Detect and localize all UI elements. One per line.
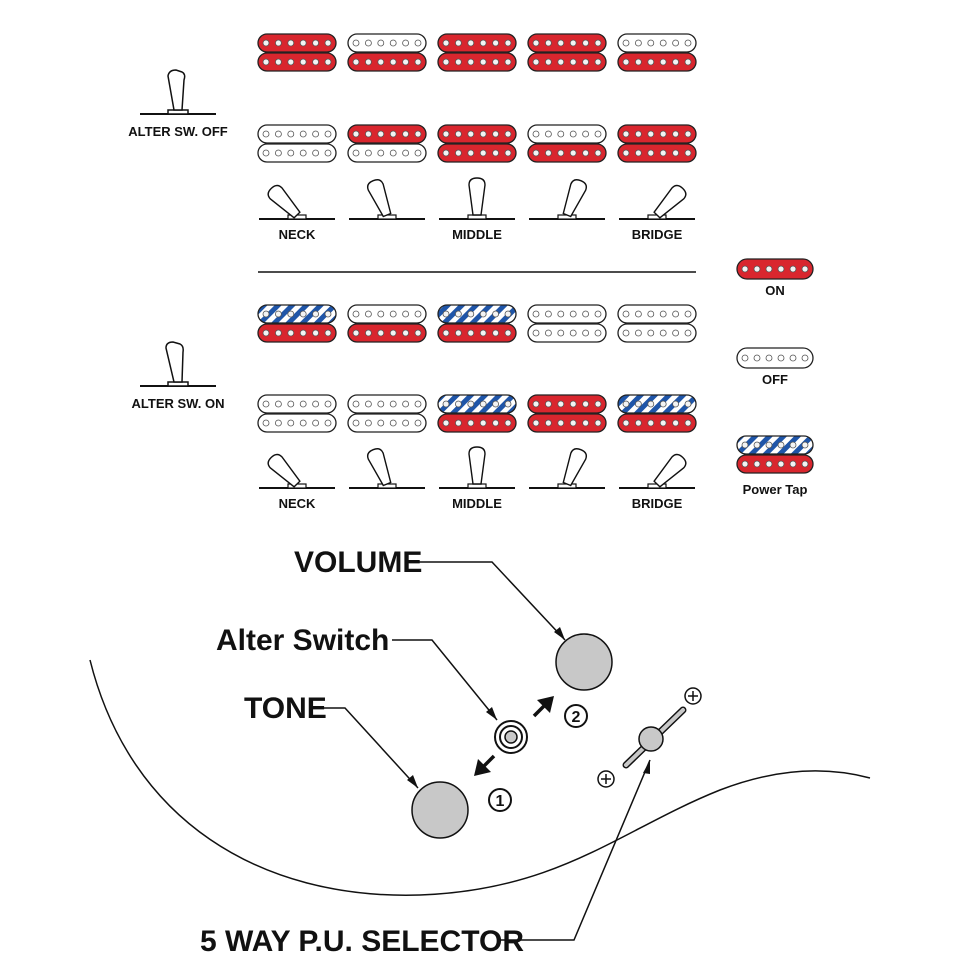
alter-on-row1-col1-bottom-coil <box>257 323 337 343</box>
alter-off-row2-col4-bottom-coil <box>527 143 607 163</box>
alter-off-row2-col4-top-coil <box>527 124 607 144</box>
step-2-badge <box>564 704 588 728</box>
guitar-body-outline <box>89 659 871 896</box>
alter-on-row1-col3-bottom-coil <box>437 323 517 343</box>
legend-power-tap-label: Power Tap <box>743 482 808 497</box>
volume-arrowhead <box>554 627 565 640</box>
alter-off-row1-col5-top-coil <box>617 33 697 53</box>
alter-on-row1-col2-bottom-coil <box>347 323 427 343</box>
step-1-badge <box>488 788 512 812</box>
alter-on-row2-col3-bottom-coil <box>437 413 517 433</box>
alter-off-row1-col3-top-coil <box>437 33 517 53</box>
direction-arrow-1-icon <box>474 754 496 776</box>
alter-on-row2-col4-top-coil <box>527 394 607 414</box>
alter-off-row1-col4-bottom-coil <box>527 52 607 72</box>
alter-on-selector-position-5-icon <box>619 453 695 489</box>
volume-knob <box>555 633 613 691</box>
alter-off-label: ALTER SW. OFF <box>128 124 227 139</box>
direction-arrow-2-icon <box>532 696 554 718</box>
alter-off-position-label-bridge: BRIDGE <box>632 227 683 242</box>
selector-label: 5 WAY P.U. SELECTOR <box>200 925 524 958</box>
alter-on-row1-col4-bottom-coil <box>527 323 607 343</box>
alter-switch-control <box>494 720 528 754</box>
alter-on-row2-col2-top-coil <box>347 394 427 414</box>
alter-off-row1-col1-top-coil <box>257 33 337 53</box>
alter-off-row1-col5-bottom-coil <box>617 52 697 72</box>
selector-arrowhead <box>643 760 650 774</box>
alter-on-switch-icon <box>140 341 216 387</box>
alter-off-switch-icon <box>140 69 216 115</box>
alter-off-position-label-neck: NECK <box>279 227 316 242</box>
legend-on-coil <box>736 258 814 280</box>
selector-leader-line <box>500 759 651 941</box>
alter-off-row1-col4-top-coil <box>527 33 607 53</box>
alter-switch-leader-line <box>392 639 498 721</box>
alter-off-row2-col2-top-coil <box>347 124 427 144</box>
alter-on-row2-col2-bottom-coil <box>347 413 427 433</box>
tone-leader-line <box>320 707 419 789</box>
legend-off-label: OFF <box>762 372 788 387</box>
alter-off-selector-position-1-icon <box>259 184 335 220</box>
alter-off-selector-position-5-icon <box>619 184 695 220</box>
alter-off-pickup-grid: NECK MIDDLE BRIDGE <box>257 33 697 242</box>
alter-on-row2-col1-top-coil <box>257 394 337 414</box>
selector-screw-bottom-icon <box>597 770 615 788</box>
volume-leader-line <box>414 561 566 641</box>
alter-on-row1-col5-bottom-coil <box>617 323 697 343</box>
tone-label: TONE <box>244 692 327 725</box>
alter-off-selector-position-2-icon <box>349 179 425 220</box>
tone-arrowhead <box>407 775 418 788</box>
alter-on-row1-col3-top-coil <box>437 304 517 324</box>
alter-on-row1-col4-top-coil <box>527 304 607 324</box>
alter-off-row2-col5-bottom-coil <box>617 143 697 163</box>
alter-on-label: ALTER SW. ON <box>132 396 225 411</box>
legend-tap-bottom-coil <box>736 454 814 474</box>
five-way-selector <box>597 687 702 788</box>
legend-off-pickup-icon <box>736 347 814 369</box>
alter-on-row2-col5-bottom-coil <box>617 413 697 433</box>
legend-on-pickup-icon <box>736 258 814 280</box>
alter-on-row2-col1-bottom-coil <box>257 413 337 433</box>
alter-on-position-label-neck: NECK <box>279 496 316 511</box>
alter-on-selector-position-3-icon <box>439 446 515 489</box>
alter-off-row1-col1-bottom-coil <box>257 52 337 72</box>
step-2-number: 2 <box>572 709 581 726</box>
volume-label: VOLUME <box>294 546 422 579</box>
alter-on-selector-position-4-icon <box>529 448 605 489</box>
legend: ON OFF Power Tap <box>736 258 814 497</box>
alter-off-selector-position-3-icon <box>439 177 515 220</box>
alter-on-row1-col5-top-coil <box>617 304 697 324</box>
alter-on-row1-col1-top-coil <box>257 304 337 324</box>
alter-off-selector-position-4-icon <box>529 179 605 220</box>
alter-on-selector-position-1-icon <box>259 453 335 489</box>
alter-on-position-label-middle: MIDDLE <box>452 496 502 511</box>
alter-off-row2-col1-top-coil <box>257 124 337 144</box>
alter-on-row2-col3-top-coil <box>437 394 517 414</box>
alter-switch-arrowhead <box>486 707 497 720</box>
alter-off-row2-col3-bottom-coil <box>437 143 517 163</box>
step-1-number: 1 <box>496 793 505 810</box>
tone-knob <box>411 781 469 839</box>
selector-screw-top-icon <box>684 687 702 705</box>
legend-off-coil <box>736 347 814 369</box>
alter-on-row2-col4-bottom-coil <box>527 413 607 433</box>
alter-switch-label: Alter Switch <box>216 624 389 657</box>
alter-off-row1-col2-bottom-coil <box>347 52 427 72</box>
alter-off-row2-col2-bottom-coil <box>347 143 427 163</box>
alter-on-position-label-bridge: BRIDGE <box>632 496 683 511</box>
legend-on-label: ON <box>765 283 785 298</box>
alter-on-selector-position-2-icon <box>349 448 425 489</box>
alter-off-row1-col3-bottom-coil <box>437 52 517 72</box>
alter-off-row2-col3-top-coil <box>437 124 517 144</box>
legend-tap-top-coil <box>736 435 814 455</box>
alter-off-position-label-middle: MIDDLE <box>452 227 502 242</box>
alter-on-row1-col2-top-coil <box>347 304 427 324</box>
alter-off-row2-col5-top-coil <box>617 124 697 144</box>
alter-on-row2-col5-top-coil <box>617 394 697 414</box>
legend-power-tap-pickup-icon <box>736 435 814 474</box>
alter-off-row2-col1-bottom-coil <box>257 143 337 163</box>
alter-on-pickup-grid: NECK MIDDLE BRIDGE <box>257 304 697 511</box>
alter-off-row1-col2-top-coil <box>347 33 427 53</box>
